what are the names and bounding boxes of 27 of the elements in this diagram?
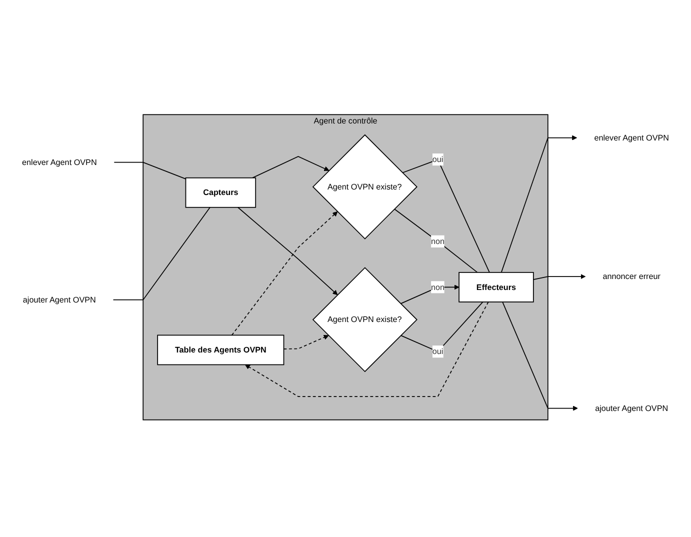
node-diamond: Agent OVPN existe? <box>312 266 418 372</box>
node-diamond: Agent OVPN existe? <box>312 134 418 240</box>
node-text: annoncer erreur <box>602 271 660 281</box>
connector <box>394 208 478 273</box>
connector <box>400 301 484 352</box>
node-box: Effecteurs <box>458 272 534 302</box>
node-text: enlever Agent OVPN <box>594 132 669 142</box>
edge-label: oui <box>432 154 444 164</box>
connector <box>112 206 210 300</box>
arrow <box>252 156 330 178</box>
edge-label: non <box>431 236 445 246</box>
node-box: Capteurs <box>185 177 256 208</box>
arrow <box>532 274 586 280</box>
arrow <box>500 134 578 273</box>
edge-label: non <box>431 282 445 292</box>
connector <box>114 162 186 180</box>
connector <box>402 158 490 273</box>
arrow <box>231 211 338 336</box>
arrow <box>283 334 329 350</box>
node-text: ajouter Agent OVPN <box>22 294 96 304</box>
node-box: Table des Agents OVPN <box>157 334 284 365</box>
node-text: enlever Agent OVPN <box>22 157 97 166</box>
arrow <box>237 206 338 295</box>
arrow <box>502 301 578 410</box>
arrow <box>245 301 489 397</box>
node-text: ajouter Agent OVPN <box>595 403 668 412</box>
edge-label: oui <box>432 346 444 356</box>
